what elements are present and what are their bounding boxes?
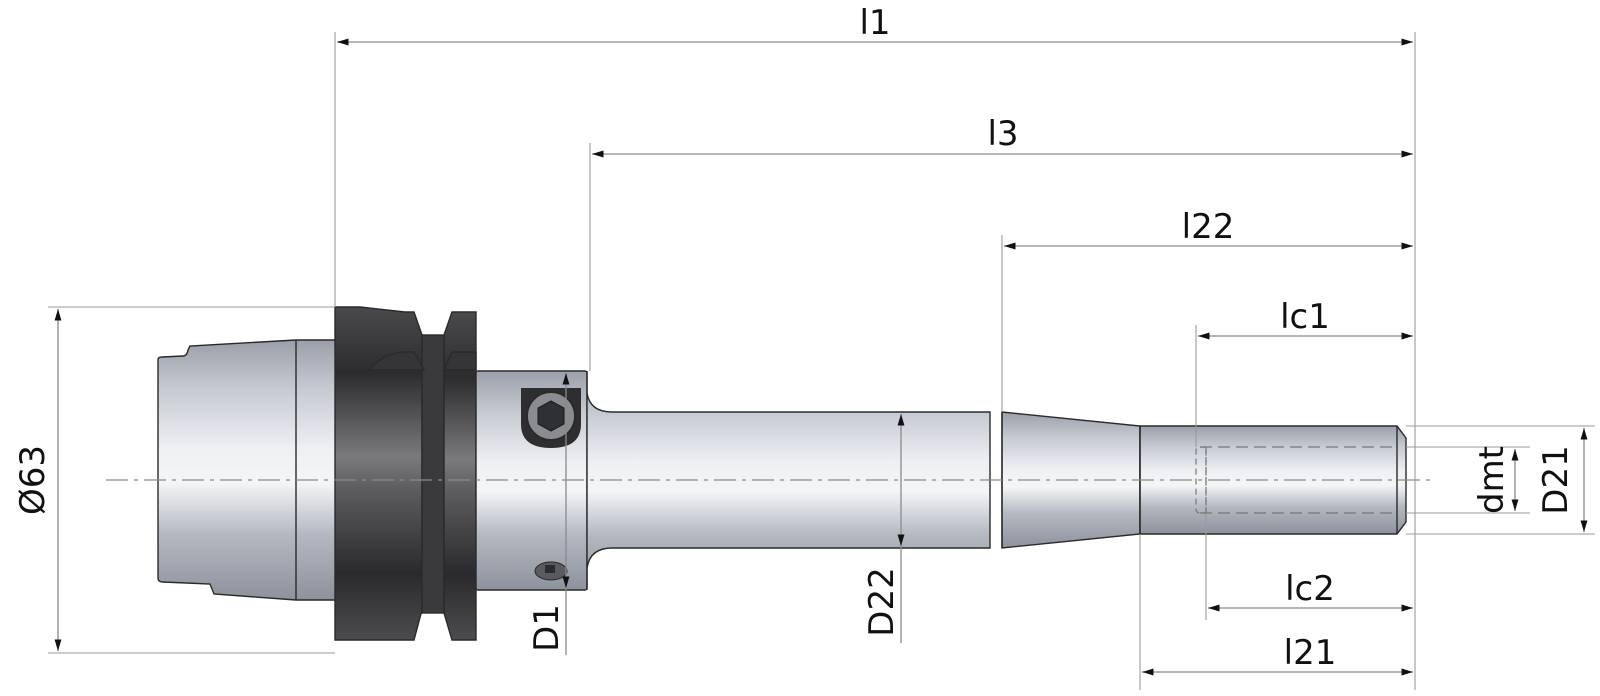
label-D22: D22 [862, 567, 902, 636]
dimension-D1: D1 [527, 373, 570, 655]
dimension-l1: l1 [337, 3, 1413, 46]
dimension-D21: D21 [1536, 428, 1588, 532]
label-l21: l21 [1284, 633, 1337, 673]
label-dmt: dmt [1472, 446, 1512, 514]
dimension-lc1: lc1 [1198, 297, 1413, 340]
extension-lines [48, 32, 1595, 690]
label-D21: D21 [1536, 445, 1576, 514]
dimension-l21: l21 [1142, 633, 1413, 676]
hex-socket-icon [537, 400, 565, 432]
dimension-lc2: lc2 [1208, 569, 1413, 612]
hsk-taper-shank [157, 339, 337, 601]
label-d63: Ø63 [13, 445, 53, 515]
bore-hidden-line [1200, 446, 1397, 514]
dimension-l3: l3 [592, 114, 1413, 158]
extension-shank [1139, 425, 1407, 535]
label-lc2: lc2 [1285, 569, 1335, 609]
label-l3: l3 [987, 114, 1018, 154]
label-l22: l22 [1182, 207, 1235, 247]
dimension-d63: Ø63 [13, 309, 62, 651]
label-lc1: lc1 [1280, 297, 1330, 337]
label-D1: D1 [527, 604, 567, 652]
dimension-dmt: dmt [1472, 446, 1519, 514]
dimension-D22: D22 [862, 414, 905, 643]
flange [334, 306, 477, 641]
label-l1: l1 [859, 3, 890, 43]
dimension-l22: l22 [1004, 207, 1413, 250]
